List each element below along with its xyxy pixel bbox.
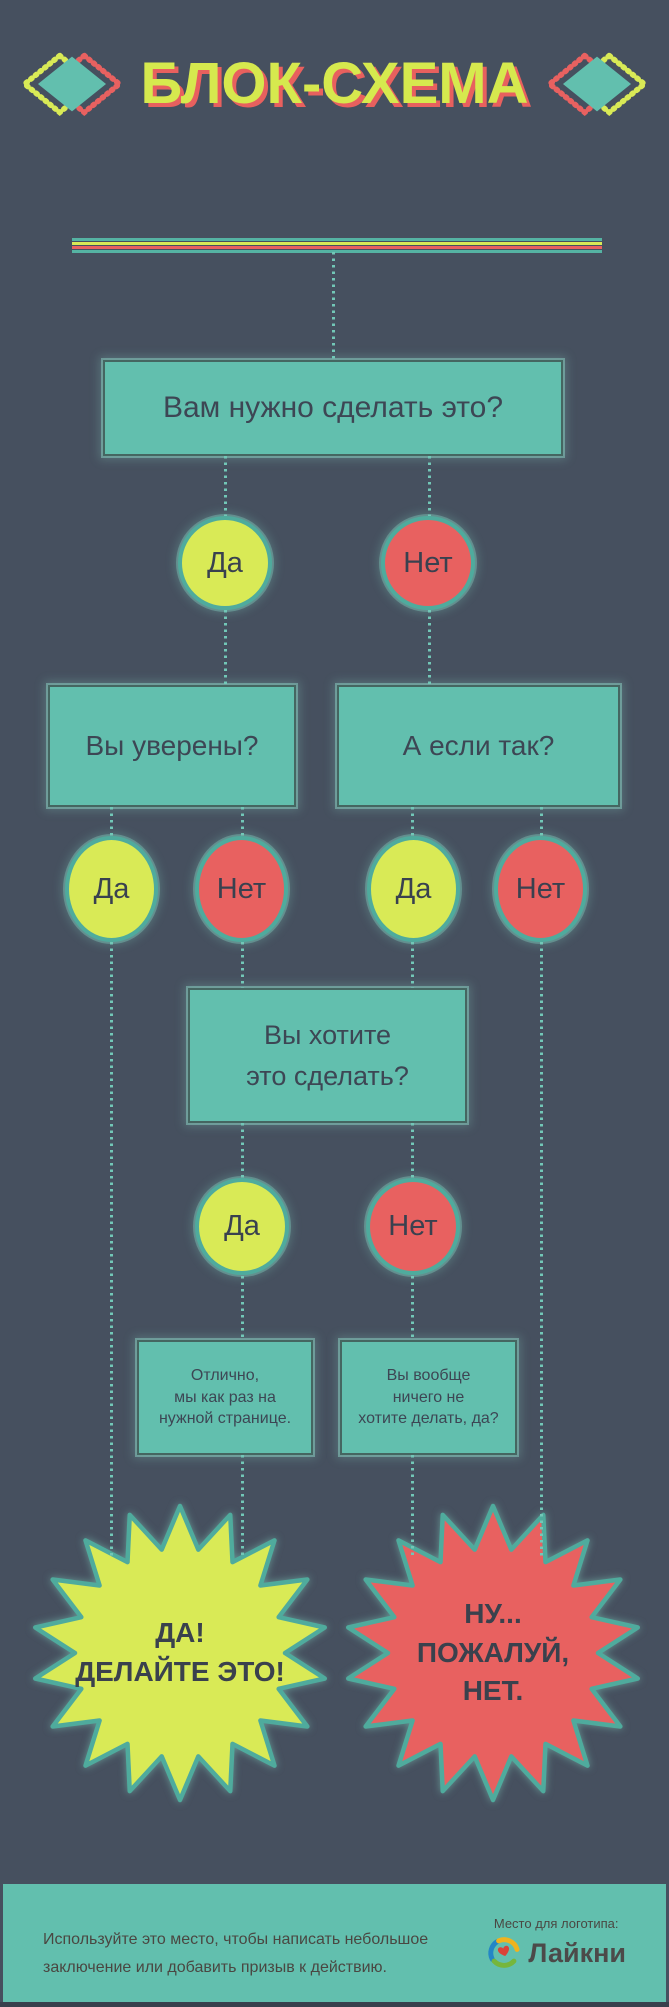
note-line1: Отлично, bbox=[190, 1367, 260, 1385]
footer-note: Используйте это место, чтобы написать не… bbox=[43, 1926, 428, 1981]
laikni-logo-icon bbox=[488, 1937, 520, 1968]
stripe-yellow bbox=[72, 242, 602, 245]
stripe-red bbox=[72, 246, 602, 249]
dotted-connector bbox=[540, 807, 543, 836]
question-label: Вам нужно сделать это? bbox=[162, 391, 504, 424]
question-label-line1: Вы хотите bbox=[263, 1020, 392, 1050]
dotted-connector bbox=[411, 942, 414, 988]
result-line2: ПОЖАЛУЙ, bbox=[416, 1636, 570, 1668]
header: БЛОК-СХЕМА bbox=[0, 50, 669, 117]
answer-circle-yes-1: Да bbox=[178, 516, 272, 610]
answer-circle-no-1: Нет bbox=[381, 516, 475, 610]
logo-caption: Место для логотипа: bbox=[493, 1916, 619, 1931]
dotted-connector bbox=[428, 610, 431, 685]
result-star-yes: ДА! ДЕЛАЙТЕ ЭТО! bbox=[30, 1503, 330, 1803]
question-label: Вы уверены? bbox=[85, 730, 259, 761]
starburst-icon bbox=[346, 1503, 640, 1803]
dotted-connector bbox=[428, 456, 431, 516]
logo-row: Лайкни bbox=[486, 1935, 626, 1971]
note-line3: хотите делать, да? bbox=[358, 1410, 499, 1428]
answer-circle-yes-2b: Да bbox=[367, 836, 460, 942]
footer: Используйте это место, чтобы написать не… bbox=[3, 1884, 666, 2002]
answer-label: Да bbox=[395, 872, 432, 905]
answer-label: Нет bbox=[388, 1210, 438, 1242]
question-box-are-you-sure: Вы уверены? bbox=[48, 685, 296, 807]
starburst-icon bbox=[33, 1503, 327, 1803]
stripe-teal bbox=[72, 238, 602, 241]
dotted-connector bbox=[241, 942, 244, 988]
bottom-strip bbox=[0, 2002, 669, 2007]
answer-circle-yes-3: Да bbox=[195, 1178, 289, 1275]
note-line3: нужной странице. bbox=[158, 1410, 292, 1428]
answer-label: Да bbox=[93, 872, 130, 905]
note-box-bad: Вы вообще ничего не хотите делать, да? bbox=[340, 1340, 517, 1455]
page-title: БЛОК-СХЕМА bbox=[140, 51, 529, 116]
answer-label: Нет bbox=[515, 872, 566, 905]
stripe-teal bbox=[72, 250, 602, 253]
logo-text: Лайкни bbox=[528, 1937, 626, 1968]
diamond-ornament-icon bbox=[20, 51, 125, 116]
footer-note-line2: заключение или добавить призыв к действи… bbox=[43, 1958, 387, 1976]
note-line2: ничего не bbox=[392, 1388, 465, 1406]
result-line3: НЕТ. bbox=[462, 1675, 524, 1707]
answer-circle-no-2a: Нет bbox=[195, 836, 288, 942]
dotted-connector bbox=[411, 1123, 414, 1178]
result-line2: ДЕЛАЙТЕ ЭТО! bbox=[75, 1656, 285, 1687]
result-line1: ДА! bbox=[155, 1617, 205, 1649]
result-star-no: НУ... ПОЖАЛУЙ, НЕТ. bbox=[343, 1503, 643, 1803]
divider-stripes bbox=[72, 238, 602, 254]
result-line1: НУ... bbox=[464, 1598, 522, 1630]
note-line2: мы как раз на bbox=[174, 1388, 276, 1406]
dotted-connector bbox=[241, 1123, 244, 1178]
question-box-need-to-do: Вам нужно сделать это? bbox=[103, 360, 563, 456]
question-box-what-if: А если так? bbox=[337, 685, 620, 807]
footer-note-line1: Используйте это место, чтобы написать не… bbox=[43, 1931, 429, 1948]
question-label: А если так? bbox=[402, 730, 555, 761]
dotted-connector bbox=[411, 1455, 414, 1555]
result-text-yes: ДА! ДЕЛАЙТЕ ЭТО! bbox=[75, 1614, 285, 1691]
dotted-connector bbox=[411, 1276, 414, 1340]
dotted-connector bbox=[224, 610, 227, 685]
question-box-do-you-want: Вы хотите это сделать? bbox=[188, 988, 467, 1123]
result-text-no: НУ... ПОЖАЛУЙ, НЕТ. bbox=[417, 1595, 569, 1711]
answer-label: Нет bbox=[403, 546, 453, 579]
answer-label: Да bbox=[207, 546, 243, 579]
dotted-connector bbox=[224, 456, 227, 516]
dotted-connector bbox=[241, 807, 244, 836]
answer-label: Да bbox=[224, 1210, 260, 1242]
dotted-connector bbox=[241, 1276, 244, 1340]
logo-block: Место для логотипа: Лайкни bbox=[486, 1916, 626, 1971]
answer-circle-no-2b: Нет bbox=[494, 836, 587, 942]
dotted-connector bbox=[110, 942, 113, 1557]
dotted-connector bbox=[411, 807, 414, 836]
answer-circle-yes-2a: Да bbox=[65, 836, 158, 942]
question-label-line2: это сделать? bbox=[246, 1060, 409, 1091]
dotted-connector bbox=[540, 942, 543, 1557]
dotted-connector bbox=[332, 252, 335, 360]
answer-circle-no-3: Нет bbox=[366, 1178, 460, 1275]
answer-label: Нет bbox=[216, 872, 267, 905]
dotted-connector bbox=[110, 807, 113, 836]
diamond-ornament-icon bbox=[544, 51, 649, 116]
dotted-connector bbox=[241, 1455, 244, 1555]
note-box-good: Отлично, мы как раз на нужной странице. bbox=[137, 1340, 313, 1455]
note-line1: Вы вообще bbox=[386, 1367, 471, 1385]
